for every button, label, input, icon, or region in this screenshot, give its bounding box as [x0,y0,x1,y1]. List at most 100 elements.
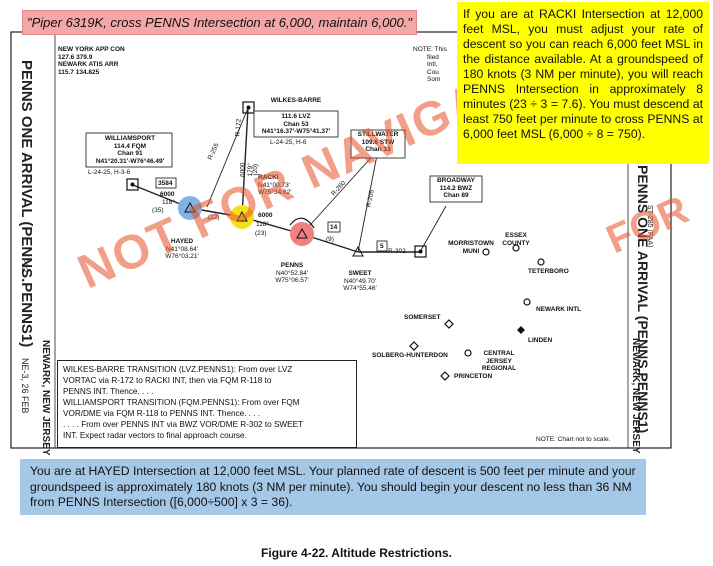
left-title: PENNS ONE ARRIVAL (PENNS.PENNS1) [18,60,35,348]
bwz-vor-icon [414,245,427,258]
princeton-airport-icon [440,371,450,381]
figure-caption: Figure 4-22. Altitude Restrictions. [261,546,452,560]
route-lvz-racki [241,107,249,218]
linden-label: LINDEN [528,337,553,344]
r302-label: R-302 [388,248,406,255]
freq-block: NEW YORK APP CON 127.6 379.9 NEWARK ATIS… [58,46,125,76]
sweet-fix-icon [352,245,364,257]
freq-line-4: 115.7 134.825 [58,68,100,76]
teterboro-label: TETERBORO [528,268,569,275]
williamsport-info: WILLIAMSPORT 114.4 FQM Chan 91 N41°20.31… [90,135,170,165]
penns-lat: N40°52.84' [275,269,309,277]
box-3584 [155,177,177,189]
lvz-vor-icon [242,101,255,114]
stillwater-freq: 109.6 STW [361,138,395,146]
broadway-name: BROADWAY [436,177,476,184]
hayed-explanation-callout: You are at HAYED Intersection at 12,000 … [20,459,646,515]
essex-airport-icon [512,244,520,252]
hayed-name: HAYED [170,238,194,245]
newark-left-label: NEWARK, NEW JERSEY [40,340,51,456]
box-3584-label: 3584 [158,180,173,187]
sweet-info: SWEET N40°49.70' W74°55.46' [336,270,384,293]
dist-22: (22) [208,214,220,221]
newark-label: NEWARK INTL [536,306,582,313]
fqm-vor-icon [126,178,139,191]
williamsport-coords: N41°20.31'-W76°46.49' [95,157,165,165]
route-r255 [206,107,249,208]
somerset-airport-icon [444,319,454,329]
right-title: PENNS ONE ARRIVAL (PENNS.PENNS1) [635,165,651,434]
box-14-label: 14 [330,224,338,231]
stillwater-chan: Chan 33 [365,146,391,153]
williamsport-freq: 114.4 FQM [113,142,147,150]
box-14 [327,221,341,233]
hayed-info: HAYED N41°08.64' W76°03.21' [158,238,206,261]
broadway-freq: 114.2 BWZ [439,184,473,192]
transition-line-4: WILLIAMSPORT TRANSITION (FQM.PENNS1): Fr… [63,398,300,407]
alt-118-b: 118° [256,221,269,228]
transition-line-1: WILKES-BARRE TRANSITION (LVZ.PENNS1): Fr… [63,365,293,374]
transition-line-3: PENNS INT. Thence. . . . [63,387,154,396]
top-note-line-2: filed [427,53,439,61]
morristown-label: MORRISTOWN MUNI [448,240,494,255]
fqm-vor-dot [130,182,135,187]
newark-airport-icon [523,298,531,306]
morristown-airport-icon [482,248,490,256]
williamsport-name: WILLIAMSPORT [104,135,156,142]
penns-lon: W75°06.57' [275,277,309,284]
racki-lat: N41°00.73' [258,181,291,189]
atc-clearance-callout: "Piper 6319K, cross PENNS Intersection a… [22,10,417,35]
racki-explanation-callout: If you are at RACKI Intersection at 12,0… [457,2,709,164]
hayed-fix-icon [184,201,196,213]
page-number: P22 [20,258,29,273]
princeton-label: PRINCETON [454,373,493,380]
wilkes-charts: L-24-25, H-6 [270,139,307,146]
st285-label: ST-285 (FAA) [646,205,653,248]
freq-line-1: NEW YORK APP CON [58,46,125,53]
stillwater-box [350,129,406,159]
broadway-box [429,175,483,203]
transition-box: WILKES-BARRE TRANSITION (LVZ.PENNS1): Fr… [57,360,357,448]
hayed-lat: N41°08.64' [165,245,199,253]
racki-fix-icon [236,210,248,222]
sweet-name: SWEET [348,270,372,277]
broadway-chan: Chan 89 [443,192,469,199]
essex-label: ESSEX COUNTY [502,232,530,247]
alt-6000-a: 6000 [160,191,175,198]
broadway-info: BROADWAY 114.2 BWZ Chan 89 [432,177,480,200]
williamsport-chan: Chan 91 [117,150,143,157]
penns-name: PENNS [280,262,304,269]
sweet-lon: W74°55.46' [343,285,377,292]
alt-6000-b: 6000 [258,212,273,219]
newark-right-label: NEWARK, NEW JERSEY [630,338,641,454]
central-jersey-label: CENTRAL JERSEY REGIONAL [481,350,517,372]
racki-info: RACKI N41°00.73' W75°34.62' [258,174,291,197]
penns-arrow [289,217,315,229]
bottom-note: NOTE: Chart not to scale. [536,436,611,443]
solberg-label: SOLBERG-HUNTERDON [372,352,448,359]
penns-highlight [290,222,314,246]
transition-line-6: . . . . From over PENNS INT via BWZ VOR/… [63,420,304,429]
solberg-airport-icon [409,341,419,351]
box-5 [376,240,388,252]
penns-fix-icon [296,227,308,239]
dist-23: (23) [255,230,267,237]
chart-date: NE-3, 26 FEB [20,358,30,414]
r172-label: R-172 [234,118,243,137]
box-5-label: 5 [380,243,384,250]
top-note-line-1: NOTE: This [413,46,447,53]
racki-name: RACKI [258,174,279,181]
sweet-lat: N40°49.70' [343,277,377,285]
racki-lon: W75°34.62' [258,189,292,196]
stillwater-info: STILLWATER 109.6 STW Chan 33 [353,131,403,154]
racki-highlight [230,205,254,229]
wilkes-box [253,110,339,138]
transition-line-5: VOR/DME via FQM R-118 to PENNS INT. Then… [63,409,261,418]
somerset-label: SOMERSET [404,314,441,321]
top-note-line-4: Cou [427,68,439,76]
route-r260 [301,149,379,235]
transition-line-7: INT. Expect radar vectors to final appro… [63,431,247,440]
stillwater-name: STILLWATER [357,131,399,138]
